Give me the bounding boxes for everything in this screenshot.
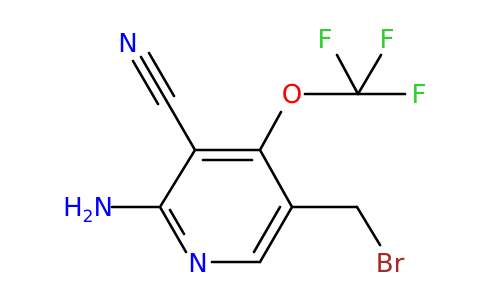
- bond-c4-o: [258, 110, 283, 152]
- amino-nitrogen-label: N: [93, 193, 112, 223]
- ring-nitrogen-label: N: [188, 249, 207, 279]
- bond-n1-c2-inner: [168, 208, 186, 236]
- bond-c3-cn: [164, 98, 197, 152]
- amino-group-label: H2N: [63, 193, 113, 227]
- bond-cf3-f-top: [356, 53, 383, 96]
- bond-nitrile-1: [139, 55, 168, 102]
- bond-nitrile-3: [131, 59, 160, 106]
- amino-hydrogen-label: H: [63, 193, 83, 223]
- ether-oxygen-label: O: [282, 80, 302, 110]
- bond-c2-c3: [158, 148, 197, 209]
- fluorine-right-label: F: [412, 80, 427, 110]
- bond-cf3-f-left: [335, 53, 360, 96]
- nitrile-nitrogen-label: N: [118, 29, 137, 59]
- fluorine-left-label: F: [318, 25, 333, 55]
- bromine-label: Br: [376, 249, 405, 279]
- atom-labels: N H2N N O F F F Br: [63, 25, 426, 279]
- bond-c4-c5: [258, 148, 294, 209]
- bonds: [110, 51, 407, 264]
- fluorine-top-label: F: [380, 25, 395, 55]
- bond-c5-c6-inner: [252, 205, 282, 254]
- bond-n1-c2: [158, 205, 188, 254]
- bond-ch2-br: [355, 205, 382, 247]
- amino-hydrogen-count: 2: [83, 207, 94, 227]
- bond-c5-c6: [258, 205, 294, 264]
- bond-nitrile-2: [147, 51, 176, 98]
